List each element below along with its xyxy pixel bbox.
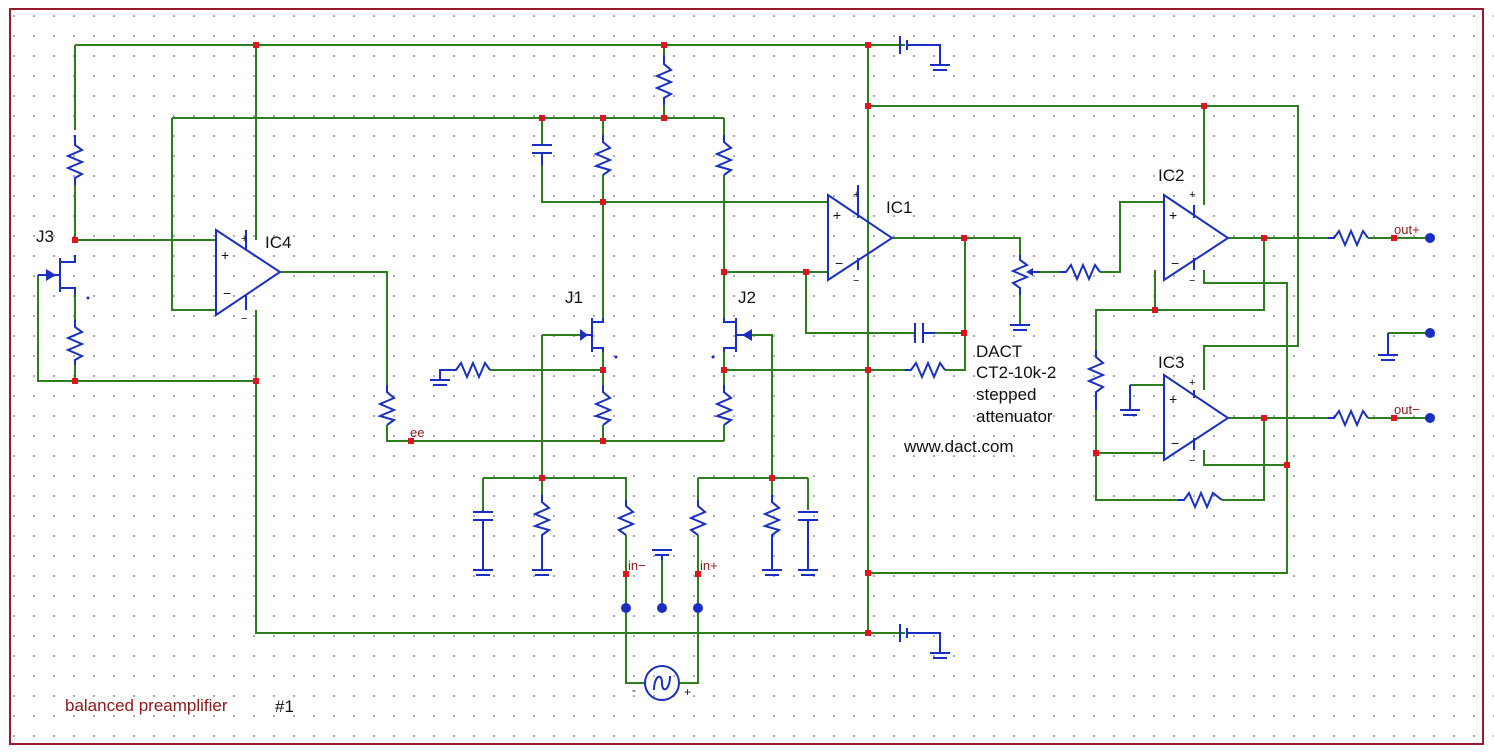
resistor [762,495,782,570]
svg-text:+: + [684,685,691,699]
wires [37,44,1430,684]
schematic-title: balanced preamplifier [65,696,228,715]
net-label-out-plus: out+ [1394,222,1420,237]
ic1-opamp [827,185,894,282]
svg-text:+: + [241,233,247,245]
resistor [450,360,491,380]
j1-jfet [580,318,618,359]
attenuator-line-2: CT2-10k-2 [976,363,1056,382]
ic4-label: IC4 [265,233,291,252]
attenuator-potentiometer [1010,255,1040,295]
resistors [65,55,1369,570]
sheet-number: #1 [275,697,294,716]
resistor [593,135,613,176]
j3-jfet [38,255,90,300]
svg-text:+: + [1189,377,1195,389]
svg-text:+: + [853,189,859,201]
attenuator-line-1: DACT [976,342,1022,361]
resistor [714,135,734,176]
svg-text:−: − [1171,435,1179,451]
resistor [377,385,397,426]
resistor [714,385,734,426]
capacitors [473,144,935,570]
resistor [593,385,613,426]
net-label-in-minus: in− [628,558,646,573]
svg-text:+: + [1189,189,1195,201]
supply-batteries [899,36,950,659]
attenuator-line-4: attenuator [976,407,1053,426]
resistor [65,135,85,185]
net-label-out-minus: out− [1394,402,1420,417]
svg-text:+: + [833,207,841,223]
resistor [1328,408,1369,428]
net-label-in-plus: in+ [700,558,718,573]
ic3-opamp [1163,373,1230,462]
ac-signal-source: - + [632,665,691,701]
resistor [532,495,552,570]
ic2-opamp [1163,193,1230,282]
j2-jfet [711,318,752,359]
resistor [1178,490,1223,510]
ic4-opamp [215,228,282,317]
resistor [1086,350,1106,410]
ic2-label: IC2 [1158,166,1184,185]
svg-text:+: + [1169,207,1177,223]
resistor [1060,262,1101,282]
j3-label: J3 [36,227,54,246]
ground-symbols [430,324,1398,576]
resistor [616,500,636,536]
resistor [1328,228,1369,248]
svg-text:+: + [1169,391,1177,407]
svg-text:-: - [632,683,636,697]
resistor [905,360,946,380]
sheet-frame [9,8,1484,745]
svg-text:−: − [853,275,859,287]
svg-text:−: − [835,255,843,271]
j2-label: J2 [738,288,756,307]
net-label-ee: ee [410,425,424,440]
svg-text:+: + [221,247,229,263]
resistor [65,320,85,365]
j1-label: J1 [565,288,583,307]
ic1-label: IC1 [886,198,912,217]
svg-text:−: − [1171,255,1179,271]
attenuator-line-3: stepped [976,385,1037,404]
svg-text:−: − [241,313,247,325]
svg-text:−: − [1189,455,1195,467]
resistor [654,55,674,105]
ic3-label: IC3 [1158,353,1184,372]
opamp-pin-signs: + − + − + − + − + − + − + − + − [221,189,1195,467]
terminals [621,233,1435,613]
junction-dots [72,42,1397,636]
resistor [688,500,708,536]
svg-text:−: − [223,285,231,301]
svg-text:−: − [1189,275,1195,287]
website-label: www.dact.com [903,437,1014,456]
